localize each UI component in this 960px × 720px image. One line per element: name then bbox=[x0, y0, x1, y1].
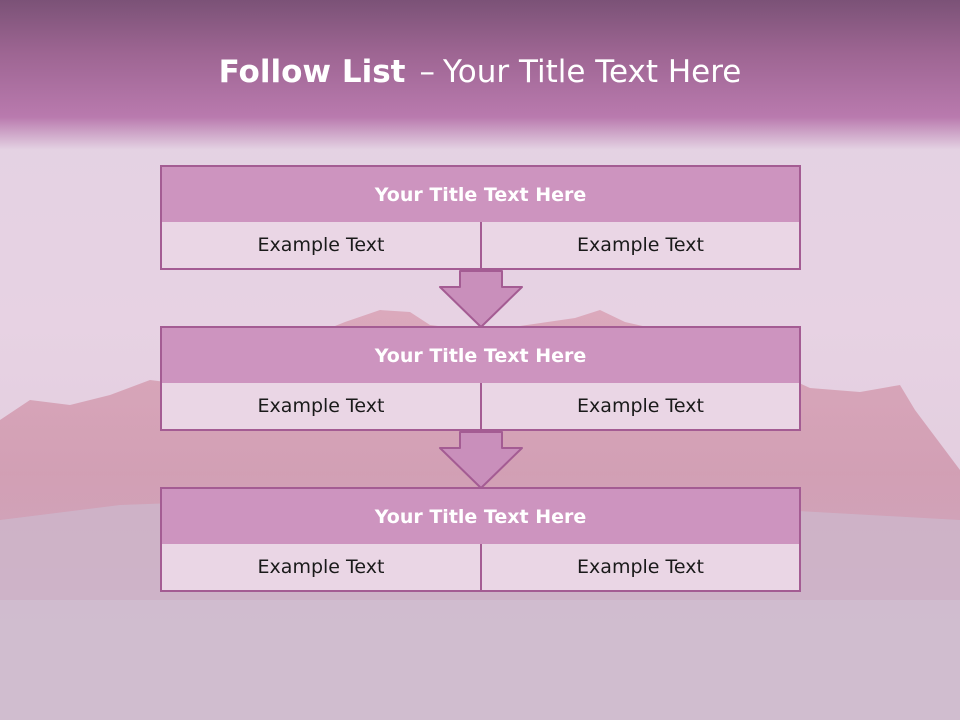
step-block: Your Title Text Here Example Text Exampl… bbox=[160, 487, 801, 593]
step-block: Your Title Text Here Example Text Exampl… bbox=[160, 326, 801, 432]
slide-title-dash: – bbox=[419, 54, 435, 90]
step-left-text[interactable]: Example Text bbox=[160, 222, 482, 270]
step-title[interactable]: Your Title Text Here bbox=[160, 487, 801, 546]
step-title[interactable]: Your Title Text Here bbox=[160, 165, 801, 224]
step-left-text[interactable]: Example Text bbox=[160, 544, 482, 592]
step-block: Your Title Text Here Example Text Exampl… bbox=[160, 165, 801, 271]
slide-title-rest: Your Title Text Here bbox=[442, 54, 742, 90]
title-banner bbox=[0, 0, 960, 150]
down-arrow-icon bbox=[439, 431, 523, 489]
step-title[interactable]: Your Title Text Here bbox=[160, 326, 801, 385]
down-arrow-icon bbox=[439, 270, 523, 328]
step-right-text[interactable]: Example Text bbox=[480, 544, 801, 592]
slide-title-bold: Follow List bbox=[218, 54, 406, 90]
step-left-text[interactable]: Example Text bbox=[160, 383, 482, 431]
slide-title: Follow List–Your Title Text Here bbox=[0, 54, 960, 90]
step-right-text[interactable]: Example Text bbox=[480, 222, 801, 270]
step-right-text[interactable]: Example Text bbox=[480, 383, 801, 431]
